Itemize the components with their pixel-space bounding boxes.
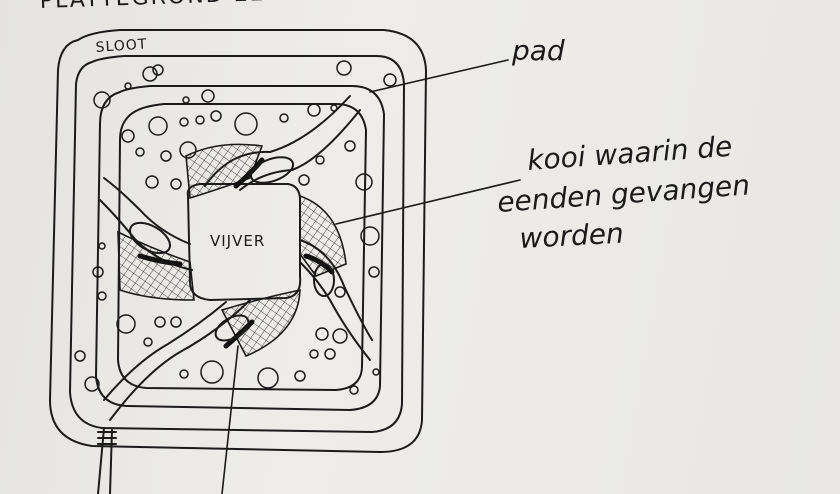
label-sloot: SLOOT [95, 36, 148, 56]
leader-bottom [221, 345, 239, 494]
pipe-right [299, 261, 371, 361]
ditch-outer-edge [49, 29, 427, 453]
trees [74, 60, 397, 395]
bank-outer-line [95, 85, 385, 411]
label-kooi-line3: worden [519, 217, 625, 255]
footpath-line [117, 103, 367, 391]
page-title: PLATTEGROND EENDENKOOI [39, 0, 399, 14]
label-pad: pad [511, 34, 565, 67]
pipe-left [103, 177, 191, 245]
trap-net-left [117, 230, 195, 301]
hood-top [233, 157, 265, 189]
leader-kooi [335, 179, 521, 225]
entrance-gate [97, 431, 117, 445]
trap-net-bottom [220, 289, 301, 358]
leader-pad [369, 59, 509, 93]
label-kooi-line1: kooi waarin de [526, 130, 733, 177]
ditch-inner-edge [69, 55, 405, 433]
label-vijver: VIJVER [210, 232, 265, 250]
basin-top [249, 156, 295, 184]
pipe-bottom-inner [103, 301, 227, 401]
basin-left [129, 221, 171, 255]
basin-bottom [214, 314, 250, 342]
hood-left [137, 253, 183, 267]
hood-right [303, 253, 335, 275]
basin-right [313, 263, 335, 297]
trap-net-top [185, 143, 264, 200]
